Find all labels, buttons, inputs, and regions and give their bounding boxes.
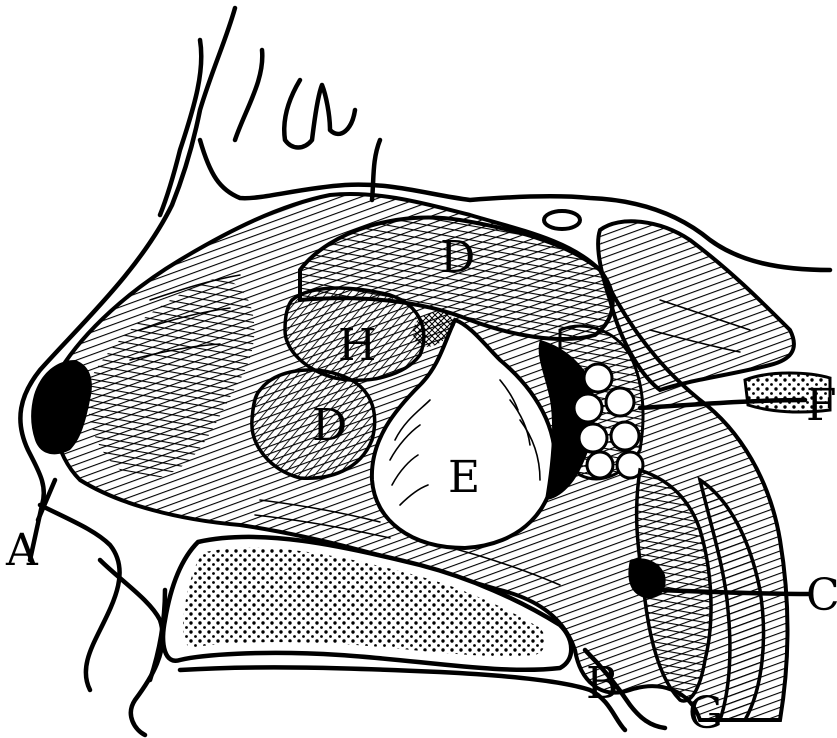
label-h: H bbox=[338, 320, 376, 371]
label-b: B bbox=[586, 658, 618, 709]
label-e: E bbox=[448, 452, 480, 503]
label-d-upper: D bbox=[440, 232, 475, 283]
label-a: A bbox=[5, 525, 39, 576]
label-g: G bbox=[688, 688, 723, 738]
label-c: C bbox=[806, 570, 837, 621]
label-d-lower: D bbox=[312, 400, 347, 451]
label-f: F bbox=[806, 380, 837, 431]
sinus-opening bbox=[544, 211, 580, 229]
